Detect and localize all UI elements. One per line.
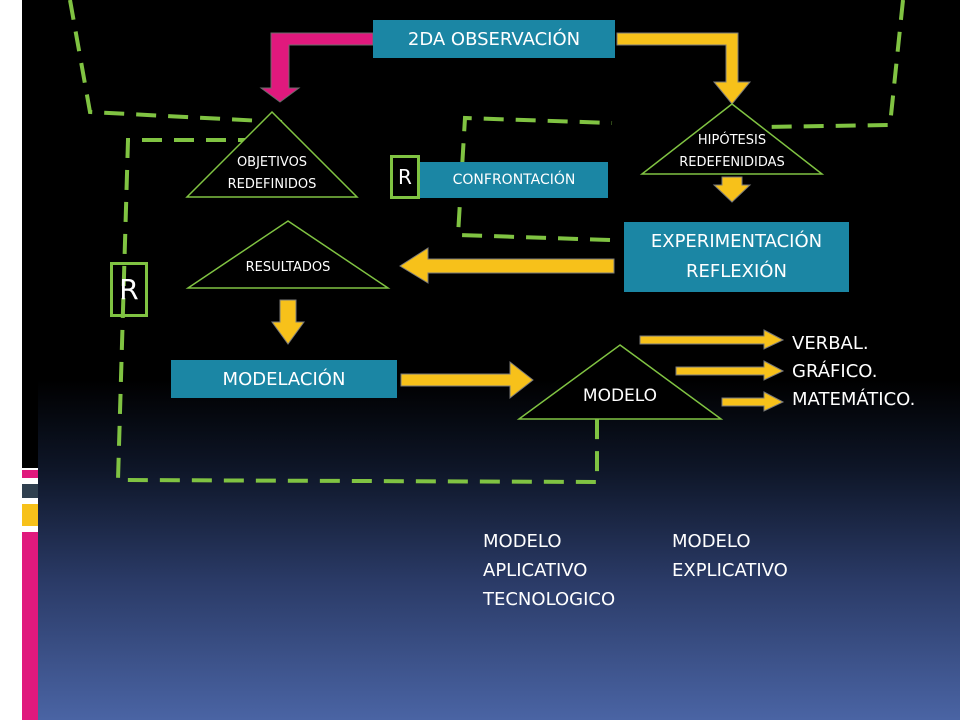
experimentacion-box: EXPERIMENTACIÓN REFLEXIÓN — [624, 222, 849, 292]
modelo-explicativo-text: MODELO EXPLICATIVO — [672, 527, 788, 585]
hipotesis-line-1: HIPÓTESIS — [697, 133, 767, 148]
dashed-outer-right — [761, 0, 905, 129]
arrow-modelo-to-verbal — [639, 329, 785, 350]
arrow-hipotesis-to-experimentacion — [712, 176, 752, 203]
model-type-grafico: GRÁFICO. — [792, 361, 878, 382]
resultados-label: RESULTADOS — [245, 260, 331, 275]
model-types-list: VERBAL. GRÁFICO. MATEMÁTICO. — [792, 330, 915, 414]
arrow-observacion-to-hipotesis — [616, 32, 752, 105]
explicativo-line-2: EXPLICATIVO — [672, 560, 788, 581]
modelacion-box: MODELACIÓN — [171, 360, 397, 398]
modelacion-label: MODELACIÓN — [222, 368, 346, 390]
arrow-modelo-to-grafico — [675, 360, 785, 381]
magenta-arrow — [259, 32, 374, 103]
arrow-modelo-to-matematico — [721, 391, 785, 412]
arrow-modelacion-to-modelo — [400, 360, 534, 400]
left-strip-magenta — [22, 532, 38, 720]
reflexion-label: REFLEXIÓN — [686, 261, 787, 282]
confrontacion-label: CONFRONTACIÓN — [452, 172, 576, 188]
model-type-matematico: MATEMÁTICO. — [792, 389, 916, 410]
dashed-r-loop — [115, 138, 599, 485]
observacion-box: 2DA OBSERVACIÓN — [373, 20, 615, 58]
confrontacion-box: CONFRONTACIÓN — [420, 162, 608, 198]
triangle-objetivos — [185, 110, 359, 198]
model-type-verbal: VERBAL. — [792, 333, 869, 354]
aplicativo-line-2: APLICATIVO — [483, 560, 588, 581]
r-marker-large: R — [110, 262, 148, 317]
triangle-modelo — [516, 344, 724, 420]
aplicativo-line-1: MODELO — [483, 531, 562, 552]
aplicativo-line-3: TECNOLOGICO — [483, 589, 616, 610]
left-strip-yellow-accent — [22, 504, 38, 526]
modelo-label: MODELO — [582, 386, 658, 406]
arrow-experimentacion-to-resultados — [399, 247, 615, 284]
objetivos-line-1: OBJETIVOS — [236, 155, 308, 170]
r-marker-small: R — [390, 155, 420, 199]
modelo-aplicativo-text: MODELO APLICATIVO TECNOLOGICO — [483, 527, 615, 614]
dashed-outer-loop — [68, 0, 283, 124]
left-strip-black — [22, 0, 38, 468]
explicativo-line-1: MODELO — [672, 531, 751, 552]
objetivos-label: OBJETIVOS REDEFINIDOS — [197, 152, 347, 196]
left-strip-dark-accent — [22, 484, 38, 498]
observacion-label: 2DA OBSERVACIÓN — [407, 28, 581, 50]
left-strip-magenta-accent — [22, 470, 38, 478]
triangle-hipotesis — [639, 103, 825, 175]
hipotesis-label: HIPÓTESIS REDEFENIDIDAS — [652, 130, 812, 174]
triangle-resultados — [185, 220, 391, 289]
arrow-resultados-to-modelacion — [271, 299, 305, 345]
objetivos-line-2: REDEFINIDOS — [227, 177, 317, 192]
experimentacion-label: EXPERIMENTACIÓN — [650, 231, 823, 252]
hipotesis-line-2: REDEFENIDIDAS — [679, 155, 785, 170]
